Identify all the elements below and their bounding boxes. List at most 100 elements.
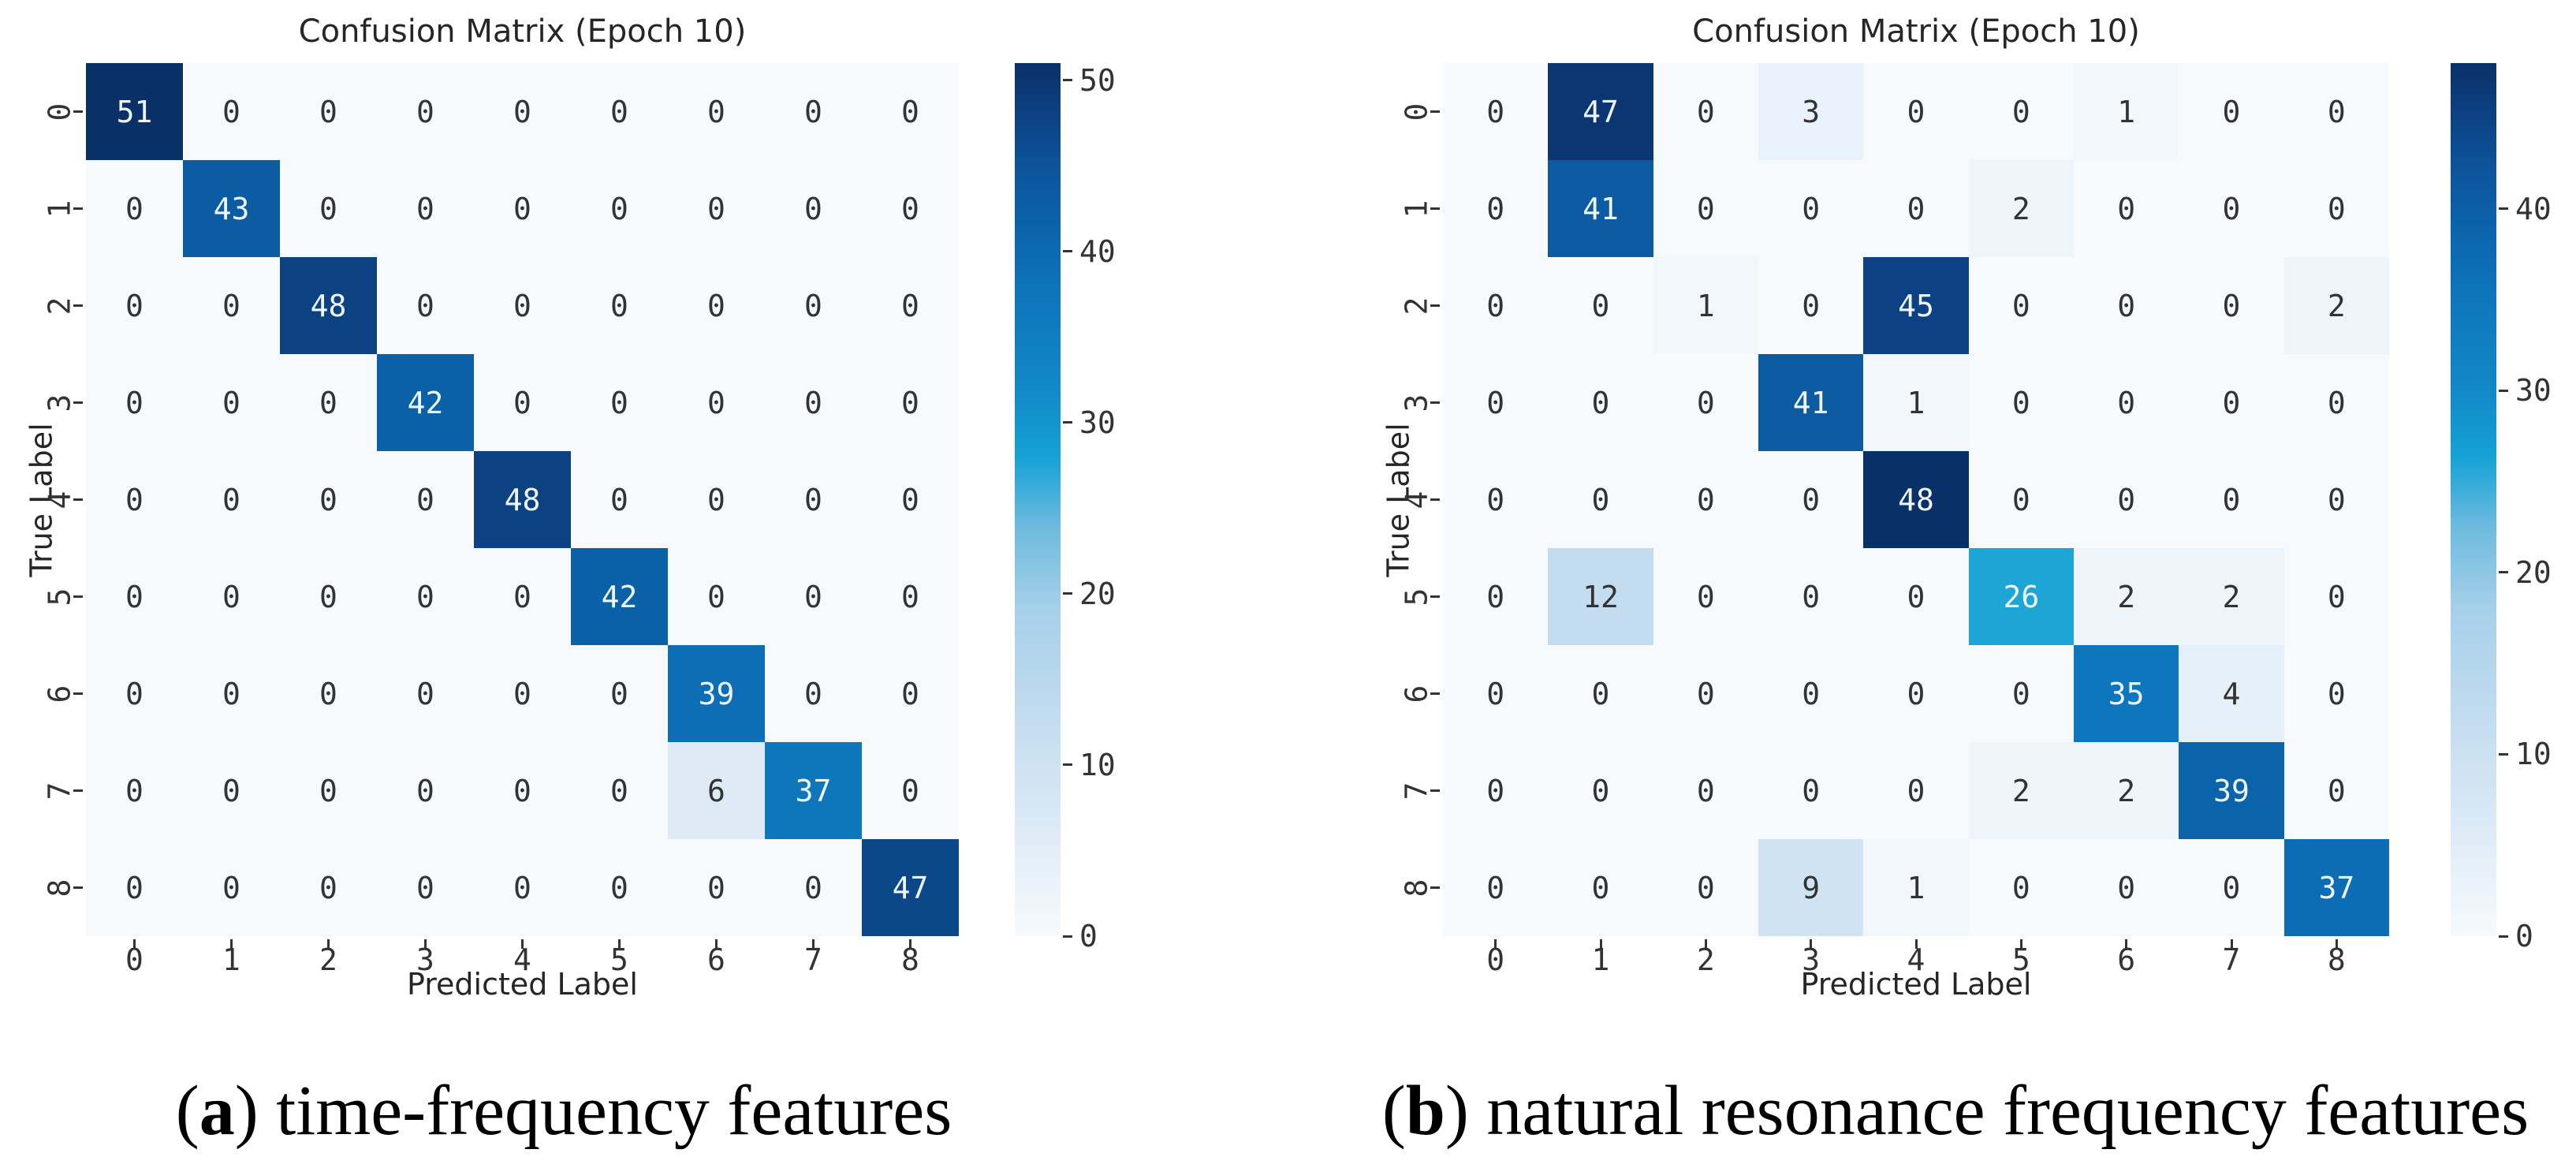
cell-value: 0 — [2011, 870, 2030, 905]
y-tick-mark — [73, 207, 83, 210]
heatmap-cell: 37 — [765, 742, 862, 839]
cell-value: 9 — [1802, 870, 1821, 905]
heatmap-cell: 0 — [1758, 257, 1864, 354]
colorbar-tick-label: 20 — [1079, 576, 1116, 611]
heatmap-cell: 0 — [86, 742, 183, 839]
heatmap-cell: 0 — [1968, 839, 2074, 936]
heatmap-cell: 0 — [86, 548, 183, 645]
cell-value: 0 — [610, 191, 628, 226]
heatmap-cell: 0 — [1758, 645, 1864, 742]
heatmap-cell: 9 — [1758, 839, 1864, 936]
cell-value: 0 — [707, 288, 725, 323]
heatmap-cell: 0 — [183, 548, 280, 645]
colorbar-tick-label: 10 — [1079, 747, 1116, 782]
caption-text: natural resonance frequency features — [1468, 1072, 2529, 1150]
cell-value: 0 — [1486, 579, 1505, 614]
colorbar-tick-mark — [2499, 752, 2508, 756]
colorbar-tick-mark — [2499, 935, 2508, 938]
cell-value: 48 — [1898, 482, 1934, 517]
cell-value: 0 — [1486, 385, 1505, 420]
heatmap-cell: 0 — [765, 645, 862, 742]
y-tick-label-wrap: 3 — [42, 354, 76, 451]
colorbar-tick-label: 40 — [2515, 191, 2552, 226]
y-tick-mark — [1430, 692, 1440, 695]
cell-value: 42 — [601, 579, 638, 614]
y-tick-label-wrap: 3 — [1399, 354, 1433, 451]
cell-value: 43 — [213, 191, 250, 226]
y-tick-mark — [73, 789, 83, 792]
y-tick-mark — [73, 498, 83, 501]
heatmap-cell: 0 — [280, 354, 377, 451]
y-tick-label: 7 — [41, 782, 76, 800]
heatmap-cell: 1 — [2073, 63, 2179, 160]
heatmap-cell: 42 — [571, 548, 668, 645]
heatmap-cell: 0 — [2073, 160, 2179, 257]
heatmap-cell: 0 — [280, 160, 377, 257]
heatmap-cell: 43 — [183, 160, 280, 257]
y-tick-label-wrap: 0 — [42, 63, 76, 160]
y-tick-label: 2 — [41, 297, 76, 315]
caption-paren-open: ( — [175, 1072, 199, 1150]
colorbar-tick-label: 50 — [1079, 62, 1116, 98]
cell-value: 0 — [2011, 385, 2030, 420]
cell-value: 0 — [610, 94, 628, 129]
heatmap-cell: 0 — [280, 451, 377, 548]
heatmap-cell: 0 — [1548, 742, 1653, 839]
cell-value: 0 — [416, 288, 434, 323]
heatmap-cell: 41 — [1548, 160, 1653, 257]
colorbar-tick-mark — [1063, 421, 1072, 424]
cell-value: 0 — [513, 579, 531, 614]
colorbar — [1015, 63, 1061, 936]
cell-value: 0 — [804, 676, 822, 711]
y-tick-mark — [1430, 886, 1440, 889]
heatmap-cell: 0 — [377, 839, 474, 936]
y-tick-label-wrap: 7 — [41, 742, 76, 839]
heatmap-cell: 0 — [571, 63, 668, 160]
cell-value: 2 — [2011, 773, 2030, 808]
y-tick-label: 6 — [41, 685, 76, 703]
cell-value: 0 — [125, 676, 144, 711]
y-tick-label: 2 — [1398, 297, 1433, 315]
heatmap-cell: 0 — [1653, 645, 1758, 742]
cell-value: 0 — [610, 773, 628, 808]
cell-value: 0 — [610, 288, 628, 323]
cell-value: 45 — [1898, 288, 1934, 323]
colorbar-tick-label: 30 — [2515, 373, 2552, 409]
heatmap-cell: 0 — [2283, 645, 2389, 742]
cell-value: 0 — [1802, 676, 1821, 711]
heatmap-cell: 0 — [1968, 451, 2074, 548]
heatmap-cell: 0 — [2283, 354, 2389, 451]
heatmap-cell: 0 — [571, 645, 668, 742]
cell-value: 0 — [1486, 288, 1505, 323]
cell-value: 0 — [2327, 385, 2346, 420]
cell-value: 0 — [319, 482, 337, 517]
y-tick-label: 7 — [1398, 782, 1433, 800]
cell-value: 0 — [1486, 191, 1505, 226]
cell-value: 0 — [2327, 676, 2346, 711]
cell-value: 2 — [2117, 579, 2136, 614]
heatmap-cell: 0 — [377, 63, 474, 160]
x-tick-label: 5 — [610, 942, 628, 977]
cell-value: 0 — [610, 870, 628, 905]
heatmap-cell: 0 — [86, 839, 183, 936]
heatmap-cell: 1 — [1863, 354, 1969, 451]
heatmap-cell: 0 — [571, 354, 668, 451]
cell-value: 0 — [416, 676, 434, 711]
x-tick-mark — [1704, 939, 1707, 949]
cell-value: 0 — [319, 870, 337, 905]
cell-value: 0 — [125, 385, 144, 420]
heatmap-cell: 0 — [1758, 451, 1864, 548]
cell-value: 0 — [319, 676, 337, 711]
cell-value: 0 — [222, 773, 240, 808]
y-tick-mark — [73, 595, 83, 598]
heatmap-cell: 0 — [668, 548, 765, 645]
heatmap-cell: 47 — [1548, 63, 1653, 160]
cell-value: 0 — [222, 579, 240, 614]
colorbar-tick-label: 30 — [1079, 405, 1116, 440]
cell-value: 0 — [2011, 94, 2030, 129]
heatmap-cell: 0 — [2283, 160, 2389, 257]
y-tick-label-wrap: 6 — [41, 645, 76, 742]
y-tick-mark — [73, 110, 83, 113]
